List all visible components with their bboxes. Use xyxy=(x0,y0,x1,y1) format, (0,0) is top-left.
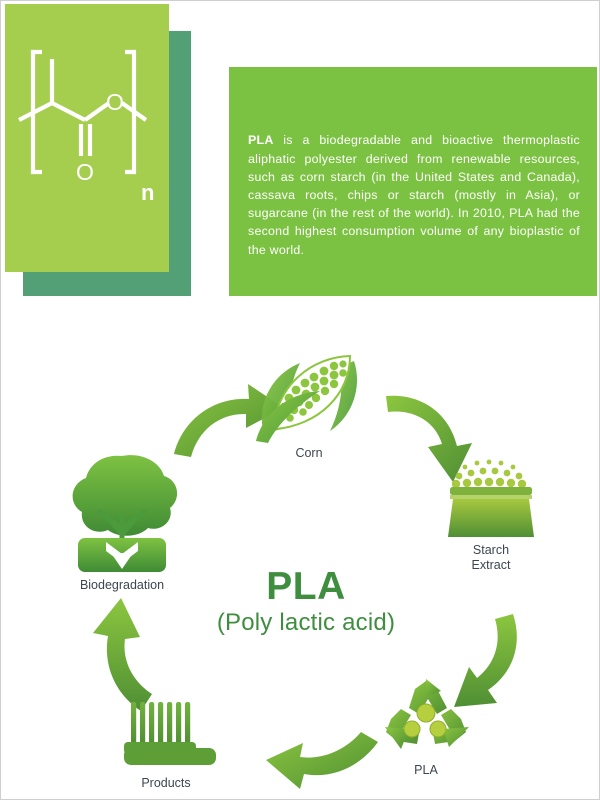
intro-lead-word: PLA xyxy=(248,133,274,148)
cycle-node-corn[interactable]: Corn xyxy=(244,349,374,461)
intro-paragraph: PLA is a biodegradable and bioactive the… xyxy=(248,131,580,258)
arrow-starch-to-pla-icon xyxy=(454,614,517,707)
cycle-center-title: PLA (Poly lactic acid) xyxy=(171,566,441,637)
carbonyl-oxygen-label: O xyxy=(76,159,94,185)
pla-polymer-chemical-structure-icon: O O n xyxy=(18,49,154,205)
tree-compost-arrow-icon xyxy=(72,455,178,572)
cycle-node-biodegradation[interactable]: Biodegradation xyxy=(49,454,195,593)
recycle-pellets-icon xyxy=(385,679,469,749)
arrow-pla-to-products-icon xyxy=(266,732,378,789)
intro-body-text: is a biodegradable and bioactive thermop… xyxy=(248,133,580,257)
header-section: O O n PLA is a biodegradable and bioacti… xyxy=(1,1,600,311)
corn-cob-icon xyxy=(256,354,357,443)
toothbrush-icon xyxy=(124,702,216,765)
cycle-node-products-label: Products xyxy=(141,776,191,790)
cycle-node-biodegradation-label: Biodegradation xyxy=(79,578,165,592)
arrow-products-to-biodegradation-icon xyxy=(93,598,152,711)
starch-sack-icon xyxy=(448,459,534,537)
cycle-node-pla[interactable]: PLA xyxy=(366,679,486,778)
cycle-center-title-main: PLA xyxy=(266,565,346,608)
arrow-biodegradation-to-corn-icon xyxy=(174,384,284,457)
cycle-center-title-sub: (Poly lactic acid) xyxy=(216,609,396,636)
cycle-arrows-group xyxy=(93,384,517,789)
cycle-node-pla-label: PLA xyxy=(414,763,438,777)
arrow-corn-to-starch-icon xyxy=(386,395,472,482)
intro-textbox: PLA is a biodegradable and bioactive the… xyxy=(229,67,597,296)
cycle-node-starch-extract[interactable]: Starch Extract xyxy=(431,451,551,572)
cycle-node-corn-label: Corn xyxy=(295,446,323,460)
repeat-unit-subscript: n xyxy=(141,180,154,205)
pla-lifecycle-diagram: Corn Starch Extract xyxy=(1,311,600,801)
ester-oxygen-label: O xyxy=(106,89,124,115)
cycle-node-starch-extract-label: Starch Extract xyxy=(471,543,511,572)
cycle-node-products[interactable]: Products xyxy=(101,696,231,791)
